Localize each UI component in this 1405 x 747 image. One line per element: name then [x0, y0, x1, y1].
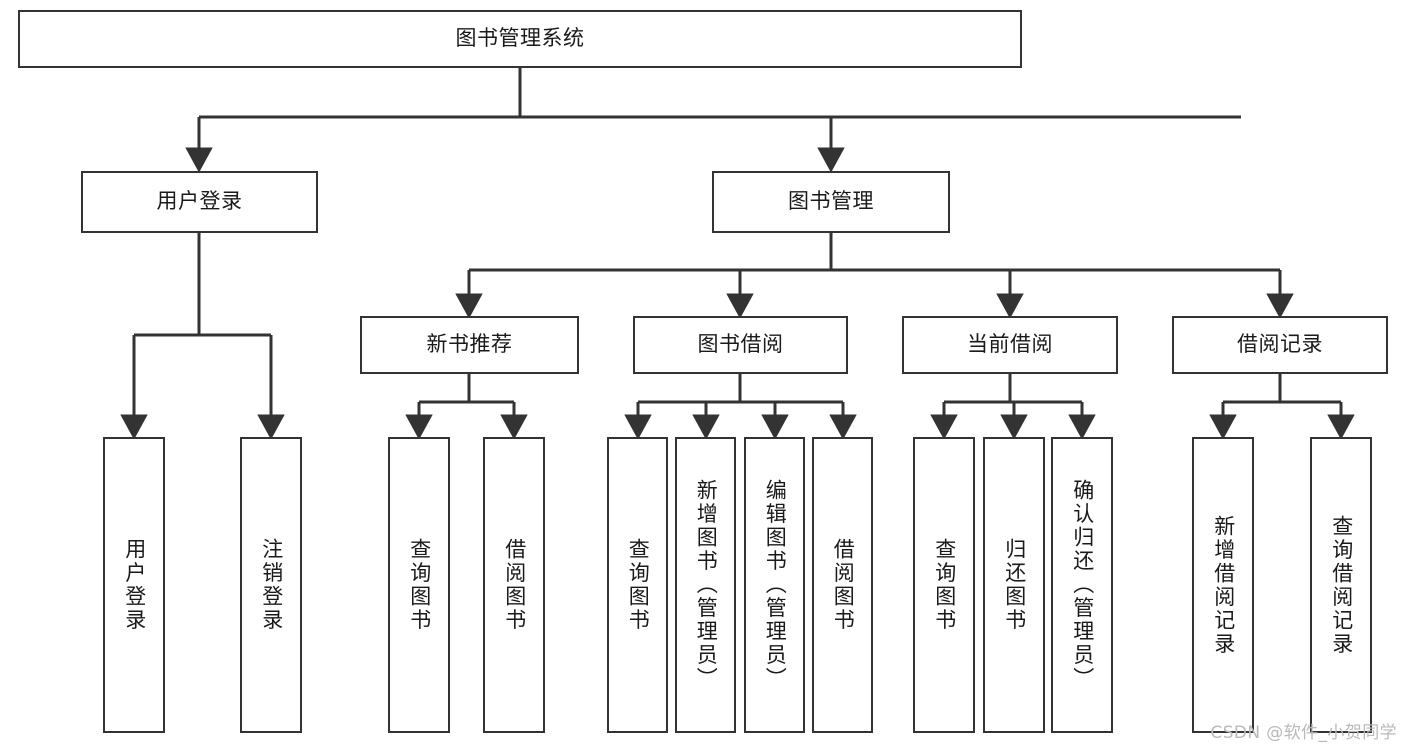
- node-current-borrow-label: 当前借阅: [967, 332, 1053, 357]
- node-book-borrow-label: 图书借阅: [697, 332, 784, 357]
- node-leaf-query-book-1-label: 查询图书: [407, 538, 432, 632]
- csdn-watermark: CSDN @软件_小贺同学: [1210, 723, 1397, 743]
- node-book-borrow[interactable]: 图书借阅: [633, 316, 848, 374]
- node-leaf-return-book[interactable]: 归还图书: [983, 437, 1045, 733]
- node-book-manage-label: 图书管理: [788, 189, 874, 214]
- node-leaf-borrow-book-1-label: 借阅图书: [502, 538, 527, 632]
- node-borrow-record[interactable]: 借阅记录: [1172, 316, 1388, 374]
- node-leaf-logout[interactable]: 注销登录: [240, 437, 302, 733]
- node-leaf-confirm-return[interactable]: 确认归还（管理员）: [1051, 437, 1113, 733]
- node-user-login-label: 用户登录: [156, 189, 243, 214]
- node-leaf-add-book[interactable]: 新增图书（管理员）: [675, 437, 736, 733]
- node-leaf-borrow-book-2-label: 借阅图书: [831, 538, 856, 632]
- node-borrow-record-label: 借阅记录: [1237, 332, 1323, 357]
- node-leaf-user-login-label: 用户登录: [122, 538, 147, 632]
- node-book-manage[interactable]: 图书管理: [712, 171, 950, 233]
- node-leaf-confirm-return-label: 确认归还（管理员）: [1070, 479, 1095, 691]
- node-leaf-add-record-label: 新增借阅记录: [1211, 514, 1236, 656]
- node-leaf-user-login[interactable]: 用户登录: [103, 437, 165, 733]
- node-leaf-query-book-3-label: 查询图书: [932, 538, 957, 632]
- node-new-book-rec-label: 新书推荐: [426, 332, 513, 357]
- node-leaf-borrow-book-1[interactable]: 借阅图书: [483, 437, 545, 733]
- node-leaf-edit-book-label: 编辑图书（管理员）: [763, 479, 788, 691]
- node-leaf-return-book-label: 归还图书: [1002, 538, 1027, 632]
- node-leaf-query-book-3[interactable]: 查询图书: [913, 437, 975, 733]
- node-leaf-add-book-label: 新增图书（管理员）: [694, 479, 719, 691]
- node-leaf-query-record-label: 查询借阅记录: [1329, 514, 1354, 656]
- node-new-book-rec[interactable]: 新书推荐: [360, 316, 579, 374]
- node-root[interactable]: 图书管理系统: [18, 10, 1022, 68]
- node-leaf-query-book-1[interactable]: 查询图书: [388, 437, 450, 733]
- node-leaf-query-book-2-label: 查询图书: [626, 538, 651, 632]
- node-leaf-logout-label: 注销登录: [259, 538, 284, 632]
- node-leaf-query-record[interactable]: 查询借阅记录: [1310, 437, 1372, 733]
- node-current-borrow[interactable]: 当前借阅: [902, 316, 1118, 374]
- node-leaf-borrow-book-2[interactable]: 借阅图书: [812, 437, 873, 733]
- node-root-label: 图书管理系统: [455, 26, 585, 51]
- node-leaf-edit-book[interactable]: 编辑图书（管理员）: [744, 437, 805, 733]
- node-leaf-query-book-2[interactable]: 查询图书: [607, 437, 668, 733]
- node-user-login[interactable]: 用户登录: [81, 171, 318, 233]
- node-leaf-add-record[interactable]: 新增借阅记录: [1192, 437, 1254, 733]
